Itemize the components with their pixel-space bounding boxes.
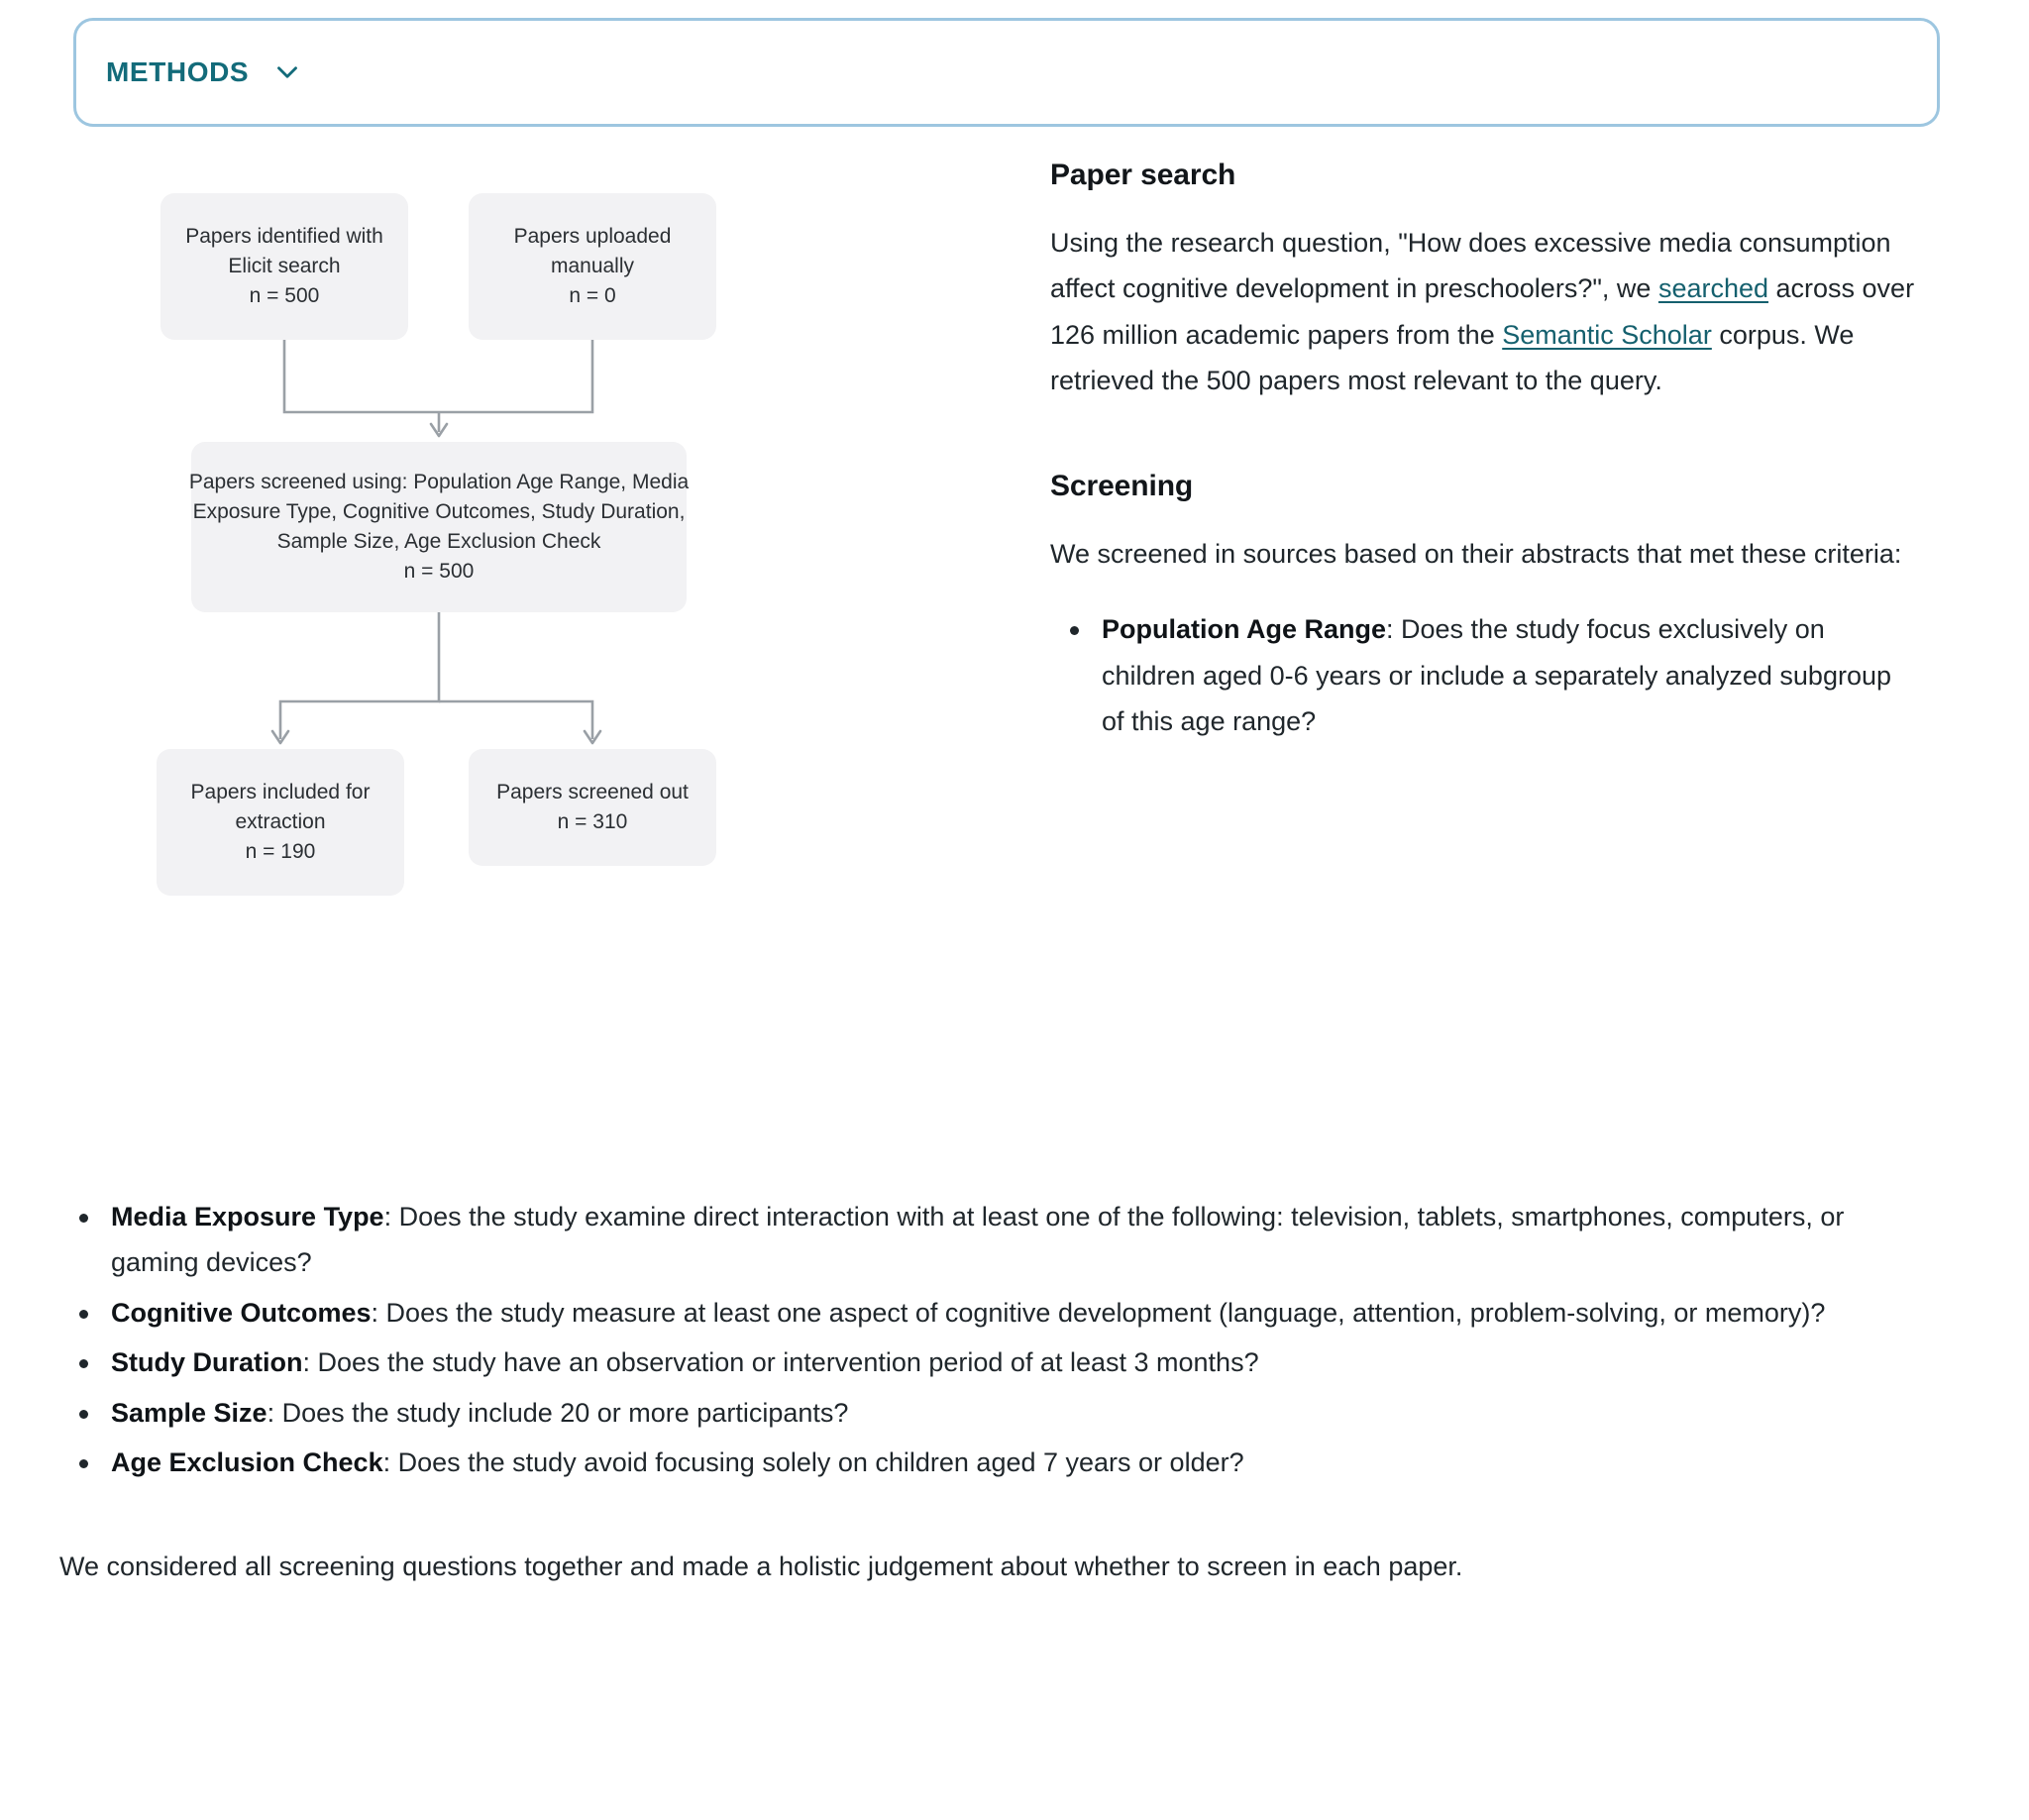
flow-node-line: Papers included for xyxy=(190,780,371,803)
criterion-question: : Does the study include 20 or more part… xyxy=(267,1397,849,1428)
screening-heading: Screening xyxy=(1050,469,1194,502)
flow-node-count: n = 500 xyxy=(249,284,320,308)
flow-node-line: Sample Size, Age Exclusion Check xyxy=(276,530,601,553)
criterion-study-duration: Study Duration: Does the study have an o… xyxy=(59,1339,1920,1385)
methods-accordion-header[interactable]: METHODS xyxy=(73,18,1940,127)
screening-closing-paragraph: We considered all screening questions to… xyxy=(59,1551,1463,1581)
flow-node-count: n = 310 xyxy=(557,810,628,833)
flow-node-line: Papers screened using: Population Age Ra… xyxy=(188,470,690,493)
screening-criteria-primary-list: Population Age Range: Does the study foc… xyxy=(1050,606,1920,744)
criterion-question: : Does the study measure at least one as… xyxy=(371,1297,1826,1328)
flow-node-count: n = 190 xyxy=(245,840,316,864)
screening-intro: We screened in sources based on their ab… xyxy=(1050,538,1902,569)
flow-node-line: Exposure Type, Cognitive Outcomes, Study… xyxy=(192,499,686,523)
criterion-population-age-range: Population Age Range: Does the study foc… xyxy=(1050,606,1920,744)
criterion-question: : Does the study avoid focusing solely o… xyxy=(382,1447,1244,1478)
flow-node-line: Papers uploaded xyxy=(513,224,672,248)
paper-search-text-1: Using the research question, "How does e… xyxy=(1050,228,1891,304)
criterion-age-exclusion-check: Age Exclusion Check: Does the study avoi… xyxy=(59,1440,1920,1485)
prisma-flow-diagram: Papers identified with Elicit search n =… xyxy=(30,166,1020,1167)
criterion-name: Study Duration xyxy=(111,1347,303,1378)
flow-node-line: manually xyxy=(550,254,635,277)
criterion-name: Age Exclusion Check xyxy=(111,1447,383,1478)
flow-node-uploaded-manually: Papers uploaded manually n = 0 xyxy=(469,193,716,340)
flow-node-line: Papers screened out xyxy=(496,780,689,803)
content-columns: Papers identified with Elicit search n =… xyxy=(0,159,2029,1167)
flow-node-count: n = 500 xyxy=(403,560,475,584)
criterion-media-exposure-type: Media Exposure Type: Does the study exam… xyxy=(59,1194,1920,1286)
flow-node-line: Papers identified with xyxy=(185,224,383,248)
flow-diagram-column: Papers identified with Elicit search n =… xyxy=(0,159,1050,1167)
paper-search-text-2: across over 126 million academic papers … xyxy=(1050,273,1915,350)
methods-accordion-title: METHODS xyxy=(106,56,250,87)
flow-node-count: n = 0 xyxy=(569,284,616,308)
criterion-question: : Does the study focus exclusively on ch… xyxy=(1102,614,1892,737)
semantic-scholar-link[interactable]: Semantic Scholar xyxy=(1502,319,1712,350)
criterion-question: : Does the study have an observation or … xyxy=(302,1347,1259,1378)
narrative-column: Paper search Using the research question… xyxy=(1050,159,2029,751)
criterion-sample-size: Sample Size: Does the study include 20 o… xyxy=(59,1390,1920,1436)
flow-node-line: Elicit search xyxy=(228,254,341,277)
chevron-down-icon[interactable] xyxy=(270,55,304,89)
searched-link[interactable]: searched xyxy=(1657,273,1769,304)
flow-node-identified-elicit: Papers identified with Elicit search n =… xyxy=(160,193,408,340)
paper-search-text-3: corpus. We retrieved the 500 papers most… xyxy=(1050,319,1855,396)
flow-node-screened: Papers screened using: Population Age Ra… xyxy=(188,442,690,612)
criterion-question: : Does the study examine direct interact… xyxy=(111,1202,1845,1278)
criterion-name: Sample Size xyxy=(111,1397,267,1428)
flow-node-screened-out: Papers screened out n = 310 xyxy=(469,749,716,866)
flow-node-line: extraction xyxy=(235,809,326,833)
flow-node-included-for-extraction: Papers included for extraction n = 190 xyxy=(157,749,404,896)
paper-search-heading: Paper search xyxy=(1050,159,1236,191)
screening-criteria-list: Media Exposure Type: Does the study exam… xyxy=(59,1194,1920,1486)
criterion-name: Population Age Range xyxy=(1102,614,1387,645)
criterion-cognitive-outcomes: Cognitive Outcomes: Does the study measu… xyxy=(59,1290,1920,1336)
criterion-name: Cognitive Outcomes xyxy=(111,1297,372,1328)
criterion-name: Media Exposure Type xyxy=(111,1202,384,1231)
screening-criteria-wide-block: Media Exposure Type: Does the study exam… xyxy=(0,1194,2029,1589)
paper-search-paragraph: Using the research question, "How does e… xyxy=(1050,220,1920,404)
